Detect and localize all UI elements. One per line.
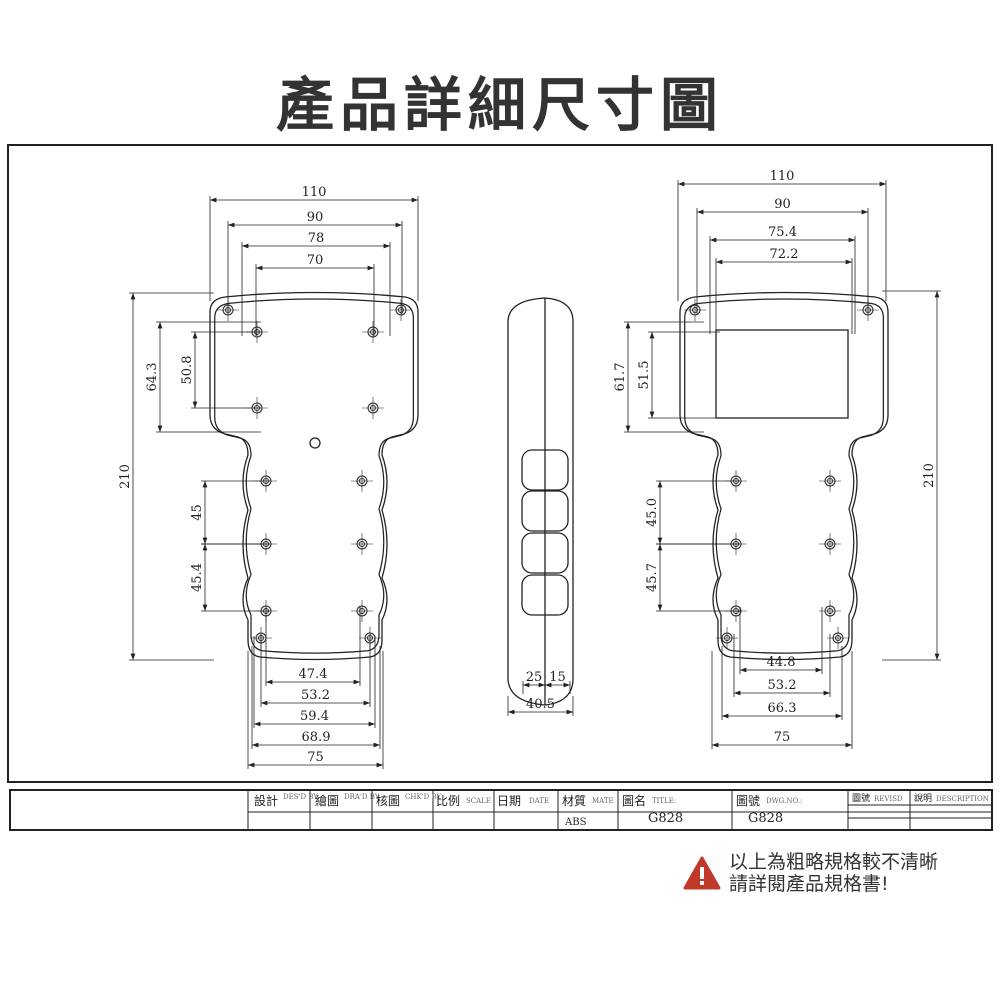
description-label-en: DESCRIPTION bbox=[936, 795, 989, 803]
dimension-b75: 75 bbox=[247, 651, 384, 769]
dimension-w70: 70 bbox=[255, 253, 375, 336]
dimension-label: 53.2 bbox=[301, 688, 330, 703]
dimension-label: 15 bbox=[549, 670, 566, 685]
dimension-b47_4: 47.4 bbox=[265, 607, 361, 686]
dimension-label: 210 bbox=[118, 464, 133, 489]
dimension-h45_0: 45.0 bbox=[645, 480, 740, 545]
dimension-label: 45.4 bbox=[190, 563, 205, 592]
front-view bbox=[209, 291, 419, 661]
dimension-label: 66.3 bbox=[768, 701, 797, 716]
checked-label-en: CHK'D BY bbox=[405, 793, 441, 801]
dimension-label: 75 bbox=[774, 730, 791, 745]
dimension-w110: 110 bbox=[677, 169, 887, 301]
dimension-w110: 110 bbox=[209, 185, 419, 301]
dimensions: 110 90 78 70 210 64.3 50.8 45 45.4 47.4 53.2 59.4 68… bbox=[118, 169, 941, 769]
dimension-label: 59.4 bbox=[300, 709, 329, 724]
dimension-h45_7: 45.7 bbox=[645, 543, 740, 612]
dimension-label: 44.8 bbox=[767, 655, 796, 670]
dimension-label: 90 bbox=[307, 210, 324, 225]
dimension-label: 45 bbox=[190, 504, 205, 521]
dwg-no-value: G828 bbox=[748, 811, 783, 826]
dimension-b53_2: 53.2 bbox=[733, 634, 831, 697]
dimension-label: 45.7 bbox=[645, 563, 660, 592]
designed-label-en: DES'D BY bbox=[283, 793, 318, 801]
dimension-label: 25 bbox=[526, 670, 543, 685]
dimension-label: 45.0 bbox=[645, 498, 660, 527]
dimension-h61_7: 61.7 bbox=[613, 321, 704, 433]
dimension-label: 75 bbox=[307, 750, 324, 765]
scale-label: 比例 bbox=[436, 794, 460, 808]
dimension-h51_5: 51.5 bbox=[637, 331, 720, 419]
warning-line-2: 請詳閱產品規格書! bbox=[729, 873, 889, 895]
dimension-b53_2: 53.2 bbox=[260, 634, 371, 707]
dimension-d40_5: 40.5 bbox=[507, 696, 574, 716]
warning-line-1: 以上為粗略規格較不清晰 bbox=[729, 851, 939, 873]
drawn-label: 繪圖 bbox=[315, 793, 339, 808]
drawn-label-en: DRA'D BY bbox=[344, 793, 380, 801]
dimension-b68_9: 68.9 bbox=[251, 646, 381, 749]
date-label-en: DATE bbox=[529, 797, 549, 805]
dimension-h50_8: 50.8 bbox=[180, 331, 261, 409]
dimension-b44_8: 44.8 bbox=[739, 607, 823, 674]
dimension-label: 53.2 bbox=[768, 678, 797, 693]
revised-label-en: REVISD bbox=[874, 795, 903, 803]
back-view bbox=[679, 291, 889, 661]
material-value: ABS bbox=[564, 817, 587, 828]
drawing-title-label-en: TITLE: bbox=[652, 797, 676, 805]
material-label: 材質 bbox=[562, 793, 586, 808]
dimension-label: 47.4 bbox=[299, 667, 328, 682]
side-view bbox=[507, 297, 574, 706]
dimension-w75_4: 75.4 bbox=[709, 225, 856, 334]
title-block-labels: 設計 DES'D BY 繪圖 DRA'D BY 核圖 CHK'D BY 比例 S… bbox=[254, 792, 989, 828]
dimension-w90: 90 bbox=[227, 210, 403, 314]
dimension-label: 90 bbox=[774, 197, 791, 212]
dimension-b66_3: 66.3 bbox=[721, 646, 843, 720]
dimension-d15: 15 bbox=[544, 670, 571, 694]
dimension-label: 40.5 bbox=[526, 697, 555, 712]
dwg-no-label-en: DWG.NO.: bbox=[766, 797, 802, 805]
checked-label: 核圖 bbox=[376, 794, 400, 808]
dimension-label: 110 bbox=[302, 185, 327, 200]
dimension-label: 68.9 bbox=[302, 730, 331, 745]
dimension-label: 61.7 bbox=[613, 363, 628, 392]
dimension-h64_3: 64.3 bbox=[145, 321, 261, 433]
dimension-label: 50.8 bbox=[180, 356, 195, 385]
designed-label: 設計 bbox=[254, 793, 278, 808]
dimension-b59_4: 59.4 bbox=[253, 636, 376, 728]
title-block bbox=[9, 789, 993, 831]
dimension-label: 78 bbox=[308, 231, 325, 246]
dimension-label: 210 bbox=[922, 463, 937, 488]
dwg-no-label: 圖號 bbox=[736, 794, 760, 808]
material-label-en: MATE bbox=[592, 797, 614, 805]
page-title: 產品詳細尺寸圖 bbox=[275, 71, 724, 139]
dimension-h45_4: 45.4 bbox=[190, 543, 270, 612]
dimension-h210: 210 bbox=[118, 292, 214, 661]
dimension-w78: 78 bbox=[241, 231, 391, 336]
dimension-label: 64.3 bbox=[145, 363, 160, 392]
dimension-d25: 25 bbox=[522, 670, 546, 694]
description-label: 說明 bbox=[914, 792, 932, 804]
scale-label-en: SCALE bbox=[466, 797, 491, 805]
dimension-h45: 45 bbox=[190, 480, 270, 545]
dimension-b75: 75 bbox=[711, 651, 853, 749]
dimension-w72_2: 72.2 bbox=[715, 247, 853, 334]
dimension-label: 110 bbox=[770, 169, 795, 184]
dimension-label: 72.2 bbox=[770, 247, 799, 262]
dimension-h210: 210 bbox=[882, 290, 941, 661]
warning-note: 以上為粗略規格較不清晰請詳閱產品規格書! bbox=[683, 851, 938, 895]
drawing-title-value: G828 bbox=[648, 811, 683, 826]
dimension-label: 75.4 bbox=[768, 225, 797, 240]
dimension-w90: 90 bbox=[696, 197, 869, 314]
revised-label: 圖號 bbox=[852, 792, 870, 804]
date-label: 日期 bbox=[497, 794, 521, 808]
dimension-label: 70 bbox=[307, 253, 324, 268]
warning-triangle-icon bbox=[683, 856, 721, 890]
drawing-title-label: 圖名 bbox=[622, 793, 646, 808]
dimension-label: 51.5 bbox=[637, 361, 652, 390]
